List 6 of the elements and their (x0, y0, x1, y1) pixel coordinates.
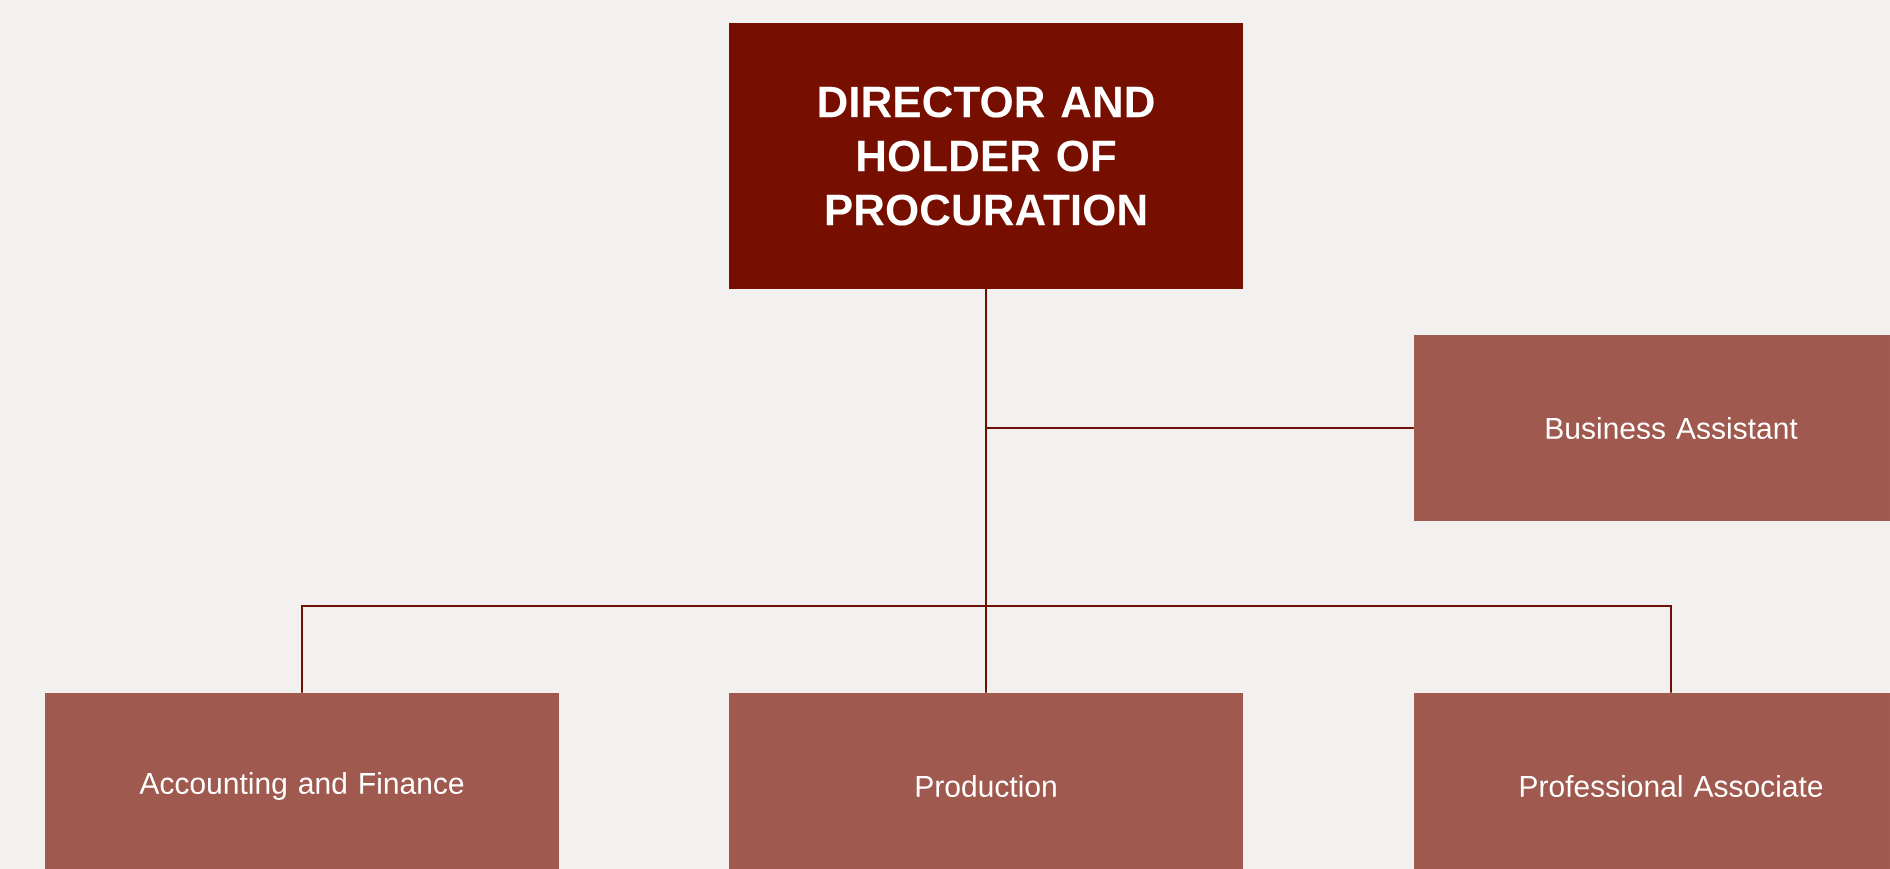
role-box: Business Assistant (1414, 335, 1890, 521)
role-box: Professional Associate (1414, 693, 1890, 869)
director-box: DIRECTOR AND HOLDER OF PROCURATION (729, 23, 1243, 289)
connector-line (985, 288, 1672, 694)
role-box: Accounting and Finance (45, 693, 559, 869)
role-box: Production (729, 693, 1243, 869)
